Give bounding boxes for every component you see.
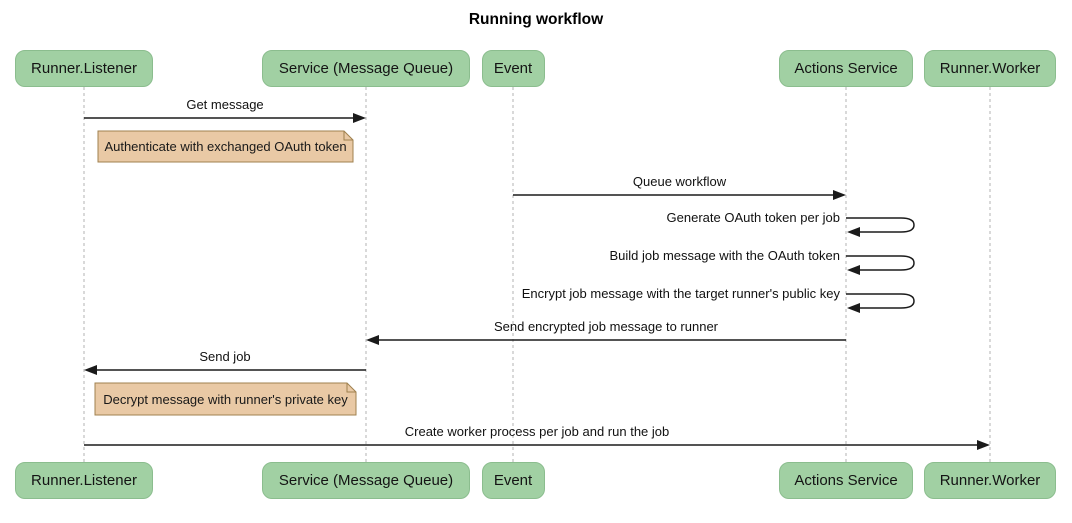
arrowhead-icon — [84, 365, 97, 375]
message-label: Send job — [199, 349, 251, 364]
arrowhead-icon — [353, 113, 366, 123]
note-shape — [94, 382, 357, 416]
participant-bottom-runner-listener: Runner.Listener — [15, 462, 153, 499]
arrowhead-icon — [847, 265, 860, 275]
self-loop-line — [846, 217, 915, 233]
note-fold-icon — [346, 383, 356, 393]
arrowhead-icon — [847, 303, 860, 313]
message-label: Get message — [186, 97, 264, 112]
note-label: Authenticate with exchanged OAuth token — [104, 139, 347, 154]
participant-bottom-event: Event — [481, 462, 545, 499]
participant-top-event: Event — [481, 50, 545, 87]
arrowhead-icon — [847, 227, 860, 237]
message-label: Queue workflow — [632, 174, 727, 189]
self-message-label: Encrypt job message with the target runn… — [521, 286, 840, 301]
diagram-title: Running workflow — [468, 11, 604, 28]
participant-bottom-runner-worker: Runner.Worker — [924, 462, 1056, 499]
participant-top-runner-listener: Runner.Listener — [15, 50, 153, 87]
participant-bottom-actions-service: Actions Service — [779, 462, 913, 499]
participant-bottom-service-mq: Service (Message Queue) — [262, 462, 470, 499]
note-fold-icon — [343, 131, 353, 141]
arrowhead-icon — [833, 190, 846, 200]
note-shape — [97, 130, 354, 163]
self-loop-line — [846, 293, 915, 309]
participant-top-service-mq: Service (Message Queue) — [262, 50, 470, 87]
participant-top-actions-service: Actions Service — [779, 50, 913, 87]
self-message-label: Generate OAuth token per job — [666, 210, 840, 225]
note-label: Decrypt message with runner's private ke… — [103, 391, 348, 407]
participant-top-runner-worker: Runner.Worker — [924, 50, 1056, 87]
self-message-label: Build job message with the OAuth token — [609, 248, 840, 263]
arrowhead-icon — [366, 335, 379, 345]
message-label: Create worker process per job and run th… — [404, 424, 670, 439]
self-loop-line — [846, 255, 915, 271]
message-label: Send encrypted job message to runner — [493, 319, 719, 334]
arrowhead-icon — [977, 440, 990, 450]
